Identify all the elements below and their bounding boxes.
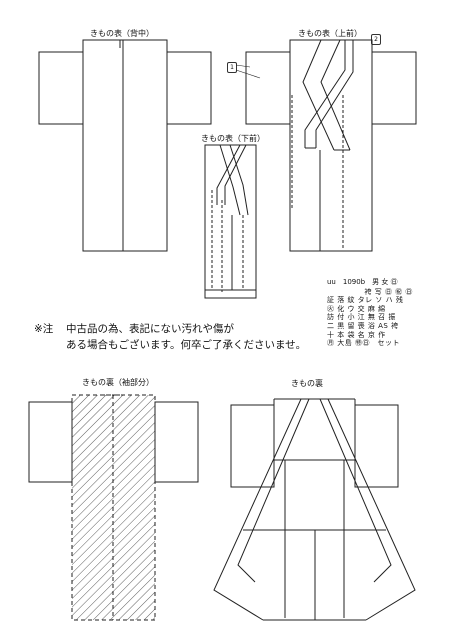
label-lining-sleeve: きもの裏（袖部分） [82, 378, 154, 387]
kimono-lining-view [213, 398, 416, 621]
code-grid-row: ㊊ 大島 ㊕㊐ セット [327, 339, 400, 348]
code-grid-row: 訪 付 小 江 無 召 振 [327, 313, 396, 322]
code-grid: uu 1090b 男 女 ㊐ 袴 写 ㊐ ㊗ ㊐ 証 落 紋 タレ ソ ハ 残 … [327, 278, 413, 348]
kimono-lining-sleeve-view [28, 394, 199, 621]
kimono-lower-front-view [204, 144, 257, 299]
label-lining: きもの裏 [291, 379, 323, 388]
kimono-upper-front-view [235, 39, 417, 252]
code-grid-header: uu 1090b 男 女 ㊐ [327, 278, 398, 286]
code-grid-row: 証 落 紋 タレ ソ ハ 残 [327, 296, 404, 305]
label-front-lower: きもの表（下前） [201, 134, 265, 143]
callout-1: 1 [227, 62, 237, 73]
code-grid-row: ㊋ 化 ウ 交 麻 綿 [327, 304, 386, 313]
label-front-upper: きもの表（上前） [298, 29, 362, 38]
code-grid-row: 袴 写 ㊐ ㊗ ㊐ [327, 287, 413, 296]
note-line-1: 中古品の為、表記にない汚れや傷が [66, 323, 234, 335]
code-grid-row: 十 本 袋 名 京 作 [327, 330, 386, 339]
kimono-back-view [38, 39, 212, 252]
label-front-back: きもの表（背中） [90, 29, 154, 38]
code-grid-row: 二 黒 留 喪 浴 AS 袴 [327, 321, 399, 330]
note-line-2: ある場合もございます。何卒ご了承くださいませ。 [66, 339, 307, 351]
note-mark: ※注 [34, 323, 54, 335]
